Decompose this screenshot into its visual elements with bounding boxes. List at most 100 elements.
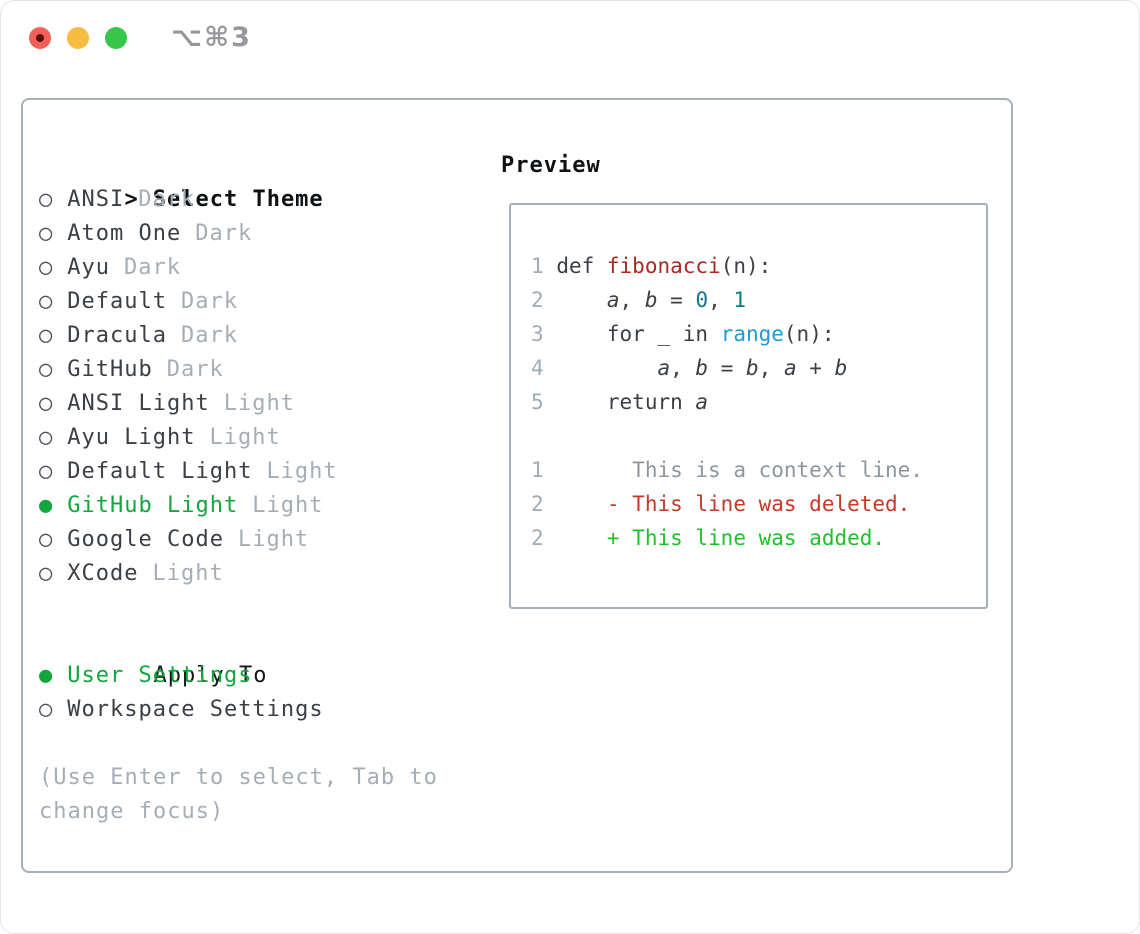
theme-name-label: ANSI [67,187,125,212]
theme-variant-label: Light [252,493,324,518]
select-theme-header: > Select Theme [39,149,499,212]
apply-option-label: User Settings [67,663,253,688]
code-token-variable: a [695,390,709,414]
code-token-plain: = [708,356,747,380]
theme-variant-label: Light [209,425,281,450]
zoom-button[interactable] [105,27,127,49]
code-token-variable: b [834,356,848,380]
close-button[interactable] [29,27,51,49]
code-token-variable: b [746,356,759,380]
code-token-number: 1 [733,288,747,312]
code-line: 4 a, b = b, a + b [531,351,978,385]
code-token-function: fibonacci [606,254,721,278]
theme-name-label: Atom One [67,221,182,246]
close-dot-icon [36,34,44,42]
radio-unselected-icon: ○ [39,289,54,314]
radio-unselected-icon: ○ [39,255,54,280]
theme-name-label: Default Light [67,459,253,484]
preview-column: Preview 1 def fibonacci(n):2 a, b = 0, 1… [501,149,1001,609]
radio-selected-icon: ● [39,663,54,688]
code-token-variable: b [644,288,658,312]
diff-deleted-text: - This line was deleted. [556,492,911,516]
diff-context-text: This is a context line. [556,458,923,482]
line-number: 5 [531,390,544,414]
code-token-builtin: range [720,322,784,346]
code-line: 2 a, b = 0, 1 [531,283,978,317]
radio-unselected-icon: ○ [39,187,54,212]
radio-unselected-icon: ○ [39,527,54,552]
theme-option-google-code[interactable]: ○ Google Code Light [39,523,499,557]
theme-variant-label: Light [223,391,295,416]
apply-option-user-settings[interactable]: ● User Settings [39,659,499,693]
theme-name-label: GitHub Light [67,493,239,518]
apply-to-header: Apply To [39,625,499,688]
theme-name-label: XCode [67,561,139,586]
code-line: 5 return a [531,385,978,419]
code-token-plain [556,356,657,380]
code-token-variable: a [783,356,797,380]
code-token-variable: a [606,288,620,312]
theme-name-label: Default [67,289,167,314]
code-token-plain: for _ in [556,322,721,346]
line-number: 3 [531,322,544,346]
help-text: (Use Enter to select, Tab to change focu… [39,765,438,824]
theme-option-github[interactable]: ○ GitHub Dark [39,353,499,387]
diff-line-deleted: 2 - This line was deleted. [531,487,978,521]
theme-name-label: Dracula [67,323,167,348]
theme-name-label: Google Code [67,527,224,552]
spacer [39,727,499,761]
code-token-number: 0 [695,288,709,312]
radio-selected-icon: ● [39,493,54,518]
apply-option-workspace-settings[interactable]: ○ Workspace Settings [39,693,499,727]
code-token-plain: , [708,288,734,312]
titlebar: ⌥⌘3 [29,22,252,53]
radio-unselected-icon: ○ [39,425,54,450]
theme-option-github-light[interactable]: ● GitHub Light Light [39,489,499,523]
radio-unselected-icon: ○ [39,697,54,722]
minimize-button[interactable] [67,27,89,49]
theme-variant-label: Dark [180,323,238,348]
line-number: 1 [531,458,544,482]
apply-to-header-label: Apply To [153,663,268,688]
code-token-variable: b [695,356,709,380]
keyboard-shortcut-label: ⌥⌘3 [171,22,252,53]
spacer [39,591,499,625]
code-token-plain: (n): [720,254,772,278]
code-token-plain: = [657,288,696,312]
line-number: 1 [531,254,544,278]
theme-variant-label: Dark [138,187,196,212]
theme-option-ansi[interactable]: ○ ANSI Dark [39,183,499,217]
theme-option-ayu-light[interactable]: ○ Ayu Light Light [39,421,499,455]
code-token-plain: return [556,390,696,414]
theme-name-label: GitHub [67,357,153,382]
code-token-plain: + [796,356,835,380]
theme-variant-label: Light [152,561,224,586]
radio-unselected-icon: ○ [39,391,54,416]
blank-line [531,419,978,453]
radio-unselected-icon: ○ [39,561,54,586]
apply-option-label: Workspace Settings [67,697,324,722]
theme-variant-label: Light [237,527,310,552]
theme-option-xcode[interactable]: ○ XCode Light [39,557,499,591]
theme-variant-label: Dark [166,357,224,382]
line-number: 2 [531,526,544,550]
select-theme-header-label: Select Theme [152,187,324,212]
radio-unselected-icon: ○ [39,459,54,484]
diff-line-context: 1 This is a context line. [531,453,978,487]
code-token-plain: , [758,356,784,380]
theme-name-label: Ayu [67,255,110,280]
selection-marker-icon: > [124,187,139,212]
code-token-plain: , [670,356,696,380]
radio-unselected-icon: ○ [39,357,54,382]
theme-name-label: Ayu Light [67,425,196,450]
